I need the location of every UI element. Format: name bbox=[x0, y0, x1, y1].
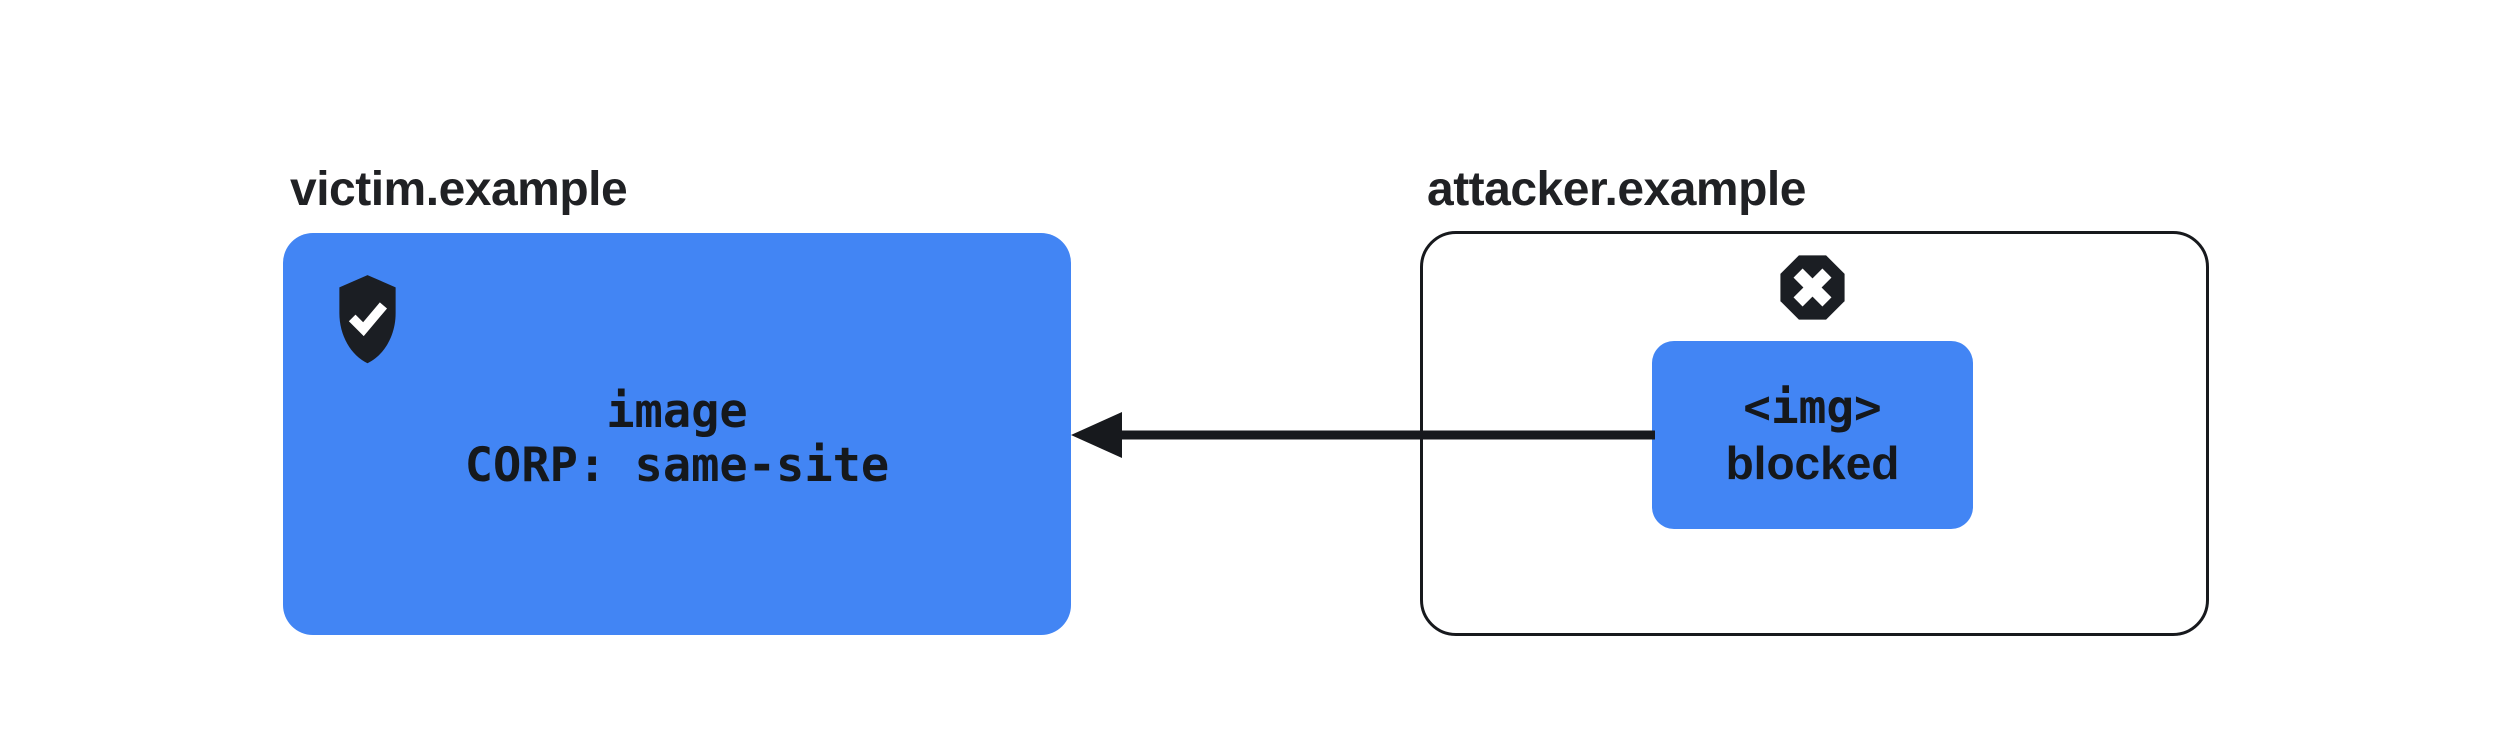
shield-check-icon bbox=[339, 275, 396, 364]
resource-type-text: image bbox=[606, 384, 748, 439]
victim-resource-box: image CORP: same-site bbox=[283, 233, 1071, 635]
blocked-status-text: blocked bbox=[1725, 437, 1900, 489]
corp-header-text: CORP: same-site bbox=[464, 438, 890, 493]
attacker-site-label: attacker.example bbox=[1427, 163, 1806, 216]
img-tag-text: <img> bbox=[1743, 380, 1882, 434]
victim-site-label: victim.example bbox=[290, 163, 628, 216]
blocked-x-octagon-icon bbox=[1780, 255, 1845, 320]
img-request-box: <img> blocked bbox=[1652, 341, 1973, 529]
